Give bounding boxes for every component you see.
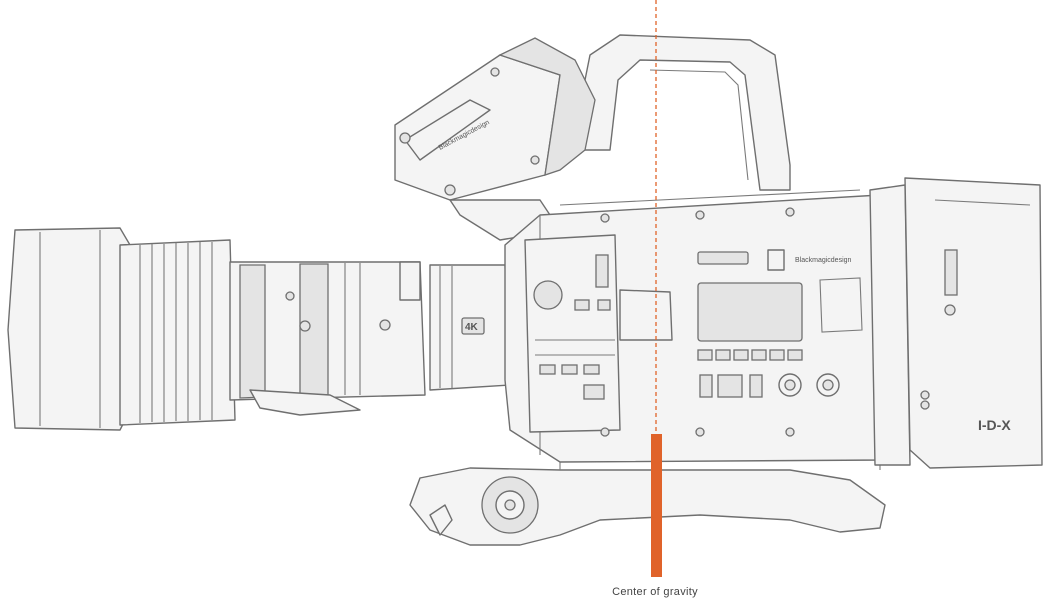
gravity-marker-bar [651,434,662,577]
shoulder-mount [409,454,886,546]
viewfinder: Blackmagicdesign [394,37,596,241]
mount-badge: I-D-X [978,417,1011,433]
lens-hood [7,227,136,431]
lens-barrel: 4K [119,239,511,426]
battery-plate: I-D-X [869,177,1043,469]
brand-label: Blackmagicdesign [795,257,852,264]
center-of-gravity-caption: Center of gravity [612,586,698,598]
resolution-badge: 4K [465,322,479,333]
camera-body: Blackmagicdesign [504,189,886,463]
